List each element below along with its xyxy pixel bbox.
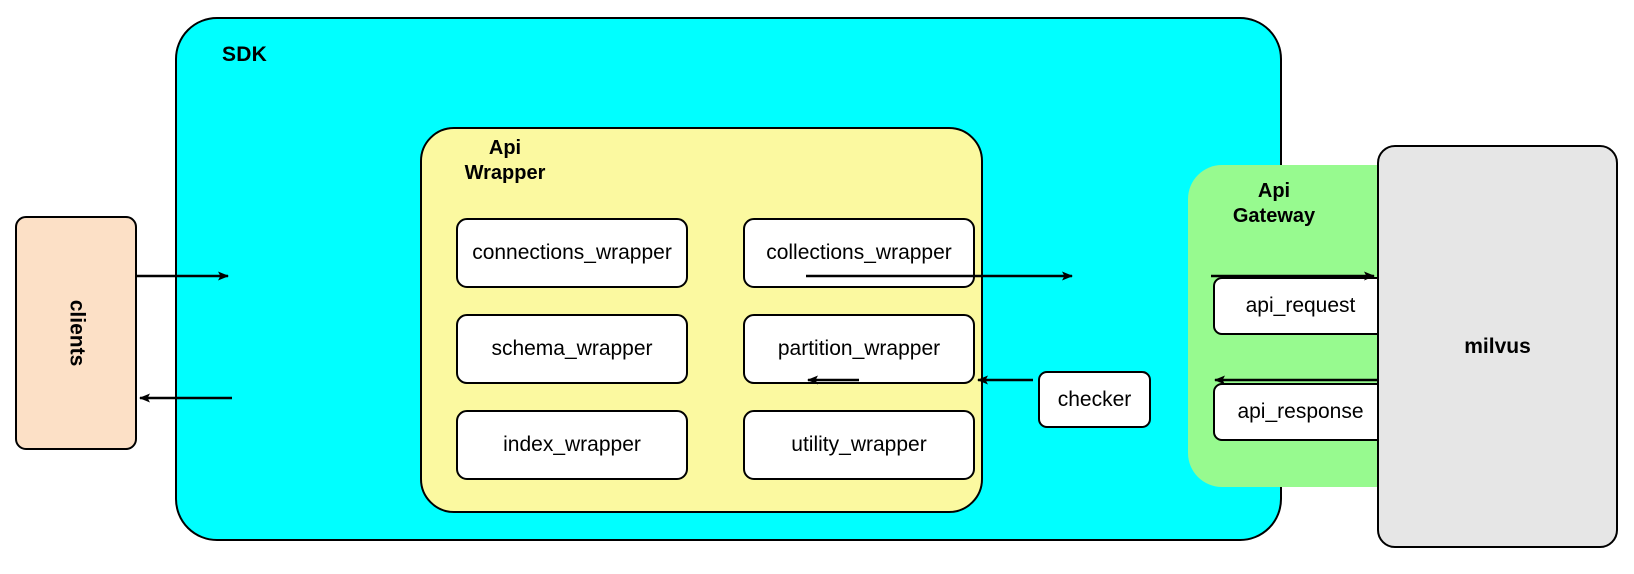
- container-sdk-label: SDK: [222, 43, 267, 66]
- node-connections-wrapper[interactable]: connections_wrapper: [456, 218, 688, 288]
- api-gateway-label-line1: Api: [1257, 180, 1291, 202]
- container-api-wrapper-label: Api Wrapper: [440, 136, 570, 186]
- node-utility-wrapper[interactable]: utility_wrapper: [743, 410, 975, 480]
- container-api-gateway[interactable]: Api Gateway api_request api_response: [1188, 165, 1414, 487]
- node-api-request[interactable]: api_request: [1213, 277, 1388, 335]
- node-milvus[interactable]: milvus: [1377, 145, 1618, 548]
- container-api-wrapper[interactable]: Api Wrapper connections_wrapper collecti…: [420, 127, 983, 513]
- container-api-gateway-label: Api Gateway: [1194, 179, 1354, 229]
- node-collections-wrapper[interactable]: collections_wrapper: [743, 218, 975, 288]
- node-api-response[interactable]: api_response: [1213, 383, 1388, 441]
- node-clients-label: clients: [65, 299, 88, 367]
- node-index-wrapper[interactable]: index_wrapper: [456, 410, 688, 480]
- container-sdk[interactable]: SDK Api Wrapper connections_wrapper coll…: [175, 17, 1414, 541]
- api-wrapper-label-line2: Wrapper: [464, 161, 546, 184]
- node-checker[interactable]: checker: [1038, 371, 1151, 428]
- node-schema-wrapper[interactable]: schema_wrapper: [456, 314, 688, 384]
- node-partition-wrapper[interactable]: partition_wrapper: [743, 314, 975, 384]
- api-gateway-label-line2: Gateway: [1232, 204, 1316, 227]
- api-wrapper-label-line1: Api: [488, 137, 522, 159]
- node-clients[interactable]: clients: [15, 216, 137, 450]
